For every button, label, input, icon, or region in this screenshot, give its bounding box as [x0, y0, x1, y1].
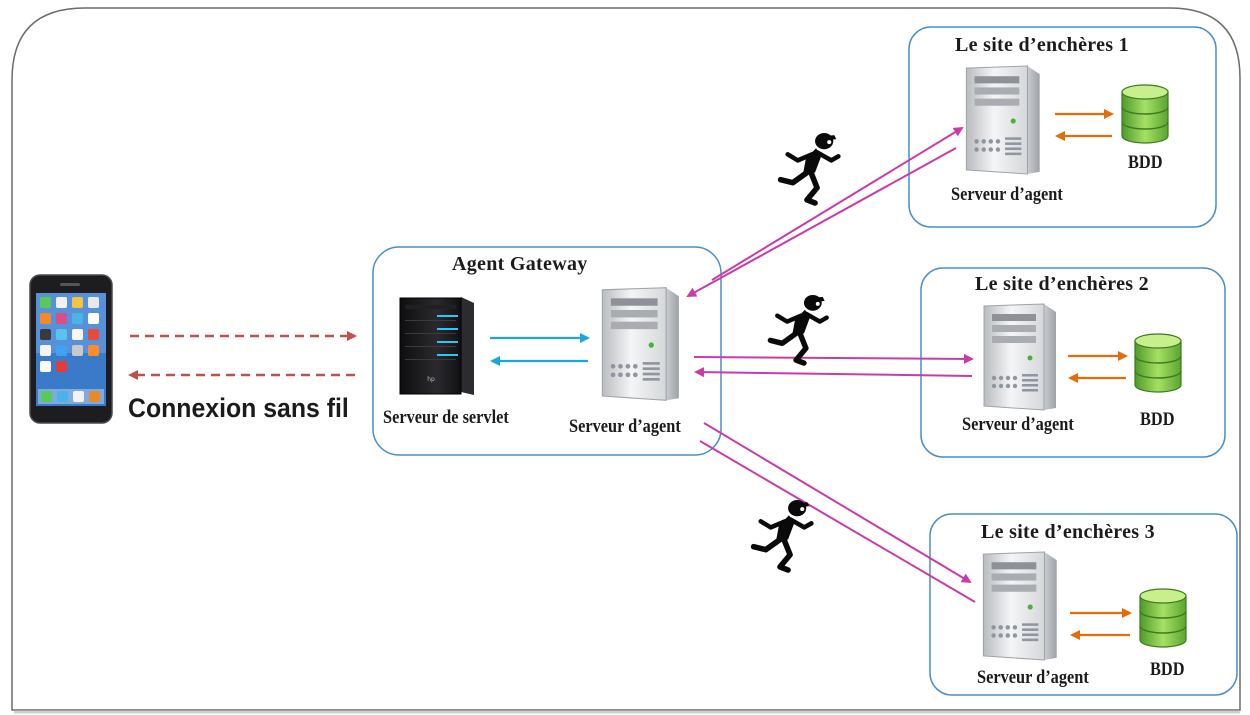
gateway-to-site-3-link [703, 422, 972, 584]
site-2-to-gateway-link [694, 367, 973, 378]
site-2-database-icon [1134, 333, 1182, 393]
site-3-database-icon [1139, 588, 1187, 648]
svg-text:hp: hp [427, 376, 435, 383]
connection-label: Connexion sans fil [128, 393, 349, 423]
site-2-agent-server-icon [983, 303, 1057, 411]
site-1-server-label: Serveur d’agent [951, 184, 1063, 205]
site-1-database-icon [1121, 84, 1169, 144]
site-2-db-label: BDD [1140, 409, 1175, 430]
site-3-agent-server-icon [982, 551, 1058, 661]
smartphone-icon [29, 274, 113, 424]
gateway-title: Agent Gateway [452, 253, 588, 275]
gateway-agent-server-icon [601, 287, 680, 401]
site-3-db-label: BDD [1150, 659, 1185, 680]
gateway-to-site-2-link [693, 353, 974, 364]
gateway-agent-server-label: Serveur d’agent [569, 416, 681, 437]
servlet-server-icon: hp [399, 297, 474, 395]
site-1-title: Le site d’enchères 1 [955, 34, 1129, 56]
site-2-server-label: Serveur d’agent [962, 414, 1074, 435]
site-1-db-label: BDD [1128, 152, 1163, 173]
site-3-to-gateway-link [699, 440, 976, 603]
servlet-server-label: Serveur de servlet [383, 407, 509, 428]
site-1-to-gateway-link [686, 147, 957, 297]
site-2-title: Le site d’enchères 2 [975, 273, 1149, 295]
site-3-server-label: Serveur d’agent [977, 667, 1089, 688]
gateway-to-site-1-link [711, 126, 964, 281]
site-3-title: Le site d’enchères 3 [981, 521, 1155, 543]
site-1-agent-server-icon [965, 65, 1041, 175]
